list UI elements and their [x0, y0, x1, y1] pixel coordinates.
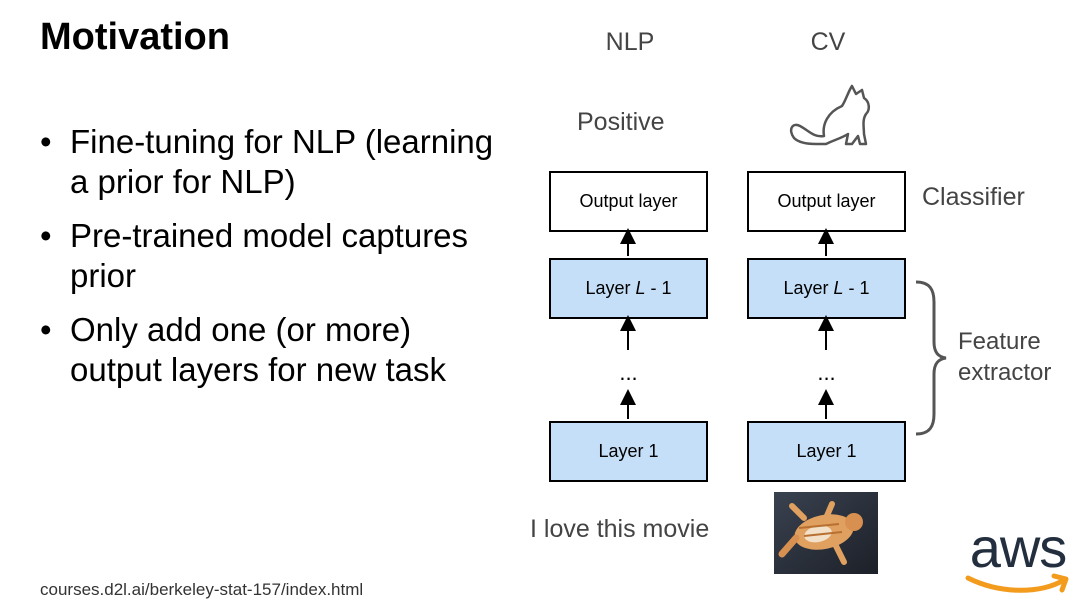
cat-icon	[789, 84, 870, 146]
aws-logo: aws	[962, 520, 1074, 600]
nlp-output-label: Positive	[577, 108, 665, 136]
box-label: - 1	[843, 278, 870, 298]
cv-header: CV	[810, 28, 846, 56]
bullet-item: •Pre-trained model captures prior	[40, 217, 469, 294]
box-label: - 1	[645, 278, 672, 298]
nlp-header: NLP	[605, 28, 655, 56]
box-label: Output layer	[777, 191, 876, 211]
box-label: Layer 1	[598, 441, 659, 461]
aws-logo-text: aws	[969, 516, 1068, 579]
classifier-label: Classifier	[922, 183, 1025, 211]
nlp-layer-bottom: Layer 1	[549, 421, 708, 482]
bullet-text: Fine-tuning for NLP (learning a prior fo…	[70, 123, 494, 200]
nlp-input-text: I love this movie	[530, 515, 710, 543]
layer-var: L	[833, 278, 844, 298]
bullet-item: •Only add one (or more) output layers fo…	[40, 311, 447, 388]
box-label: Layer 1	[796, 441, 857, 461]
cv-layer-bottom: Layer 1	[747, 421, 906, 482]
brace-icon	[915, 280, 947, 436]
bullet-list: •Fine-tuning for NLP (learning a prior f…	[40, 122, 510, 404]
layer-var: L	[635, 278, 646, 298]
box-label: Layer	[783, 278, 834, 298]
cat-photo	[774, 492, 878, 574]
bullet-item: •Fine-tuning for NLP (learning a prior f…	[40, 123, 494, 200]
feature-extractor-label: Feature extractor	[958, 326, 1051, 388]
bullet-text: Only add one (or more) output layers for…	[70, 311, 447, 388]
nlp-ellipsis: ...	[619, 360, 638, 385]
slide-title: Motivation	[40, 16, 230, 58]
feature-extractor-line: extractor	[958, 359, 1052, 386]
box-label: Layer	[585, 278, 636, 298]
box-label: Output layer	[579, 191, 678, 211]
aws-smile-icon	[965, 573, 1069, 593]
cv-ellipsis: ...	[817, 360, 836, 385]
footer-url: courses.d2l.ai/berkeley-stat-157/index.h…	[40, 580, 364, 599]
feature-extractor-line: Feature	[958, 328, 1041, 355]
bullet-text: Pre-trained model captures prior	[70, 217, 469, 294]
